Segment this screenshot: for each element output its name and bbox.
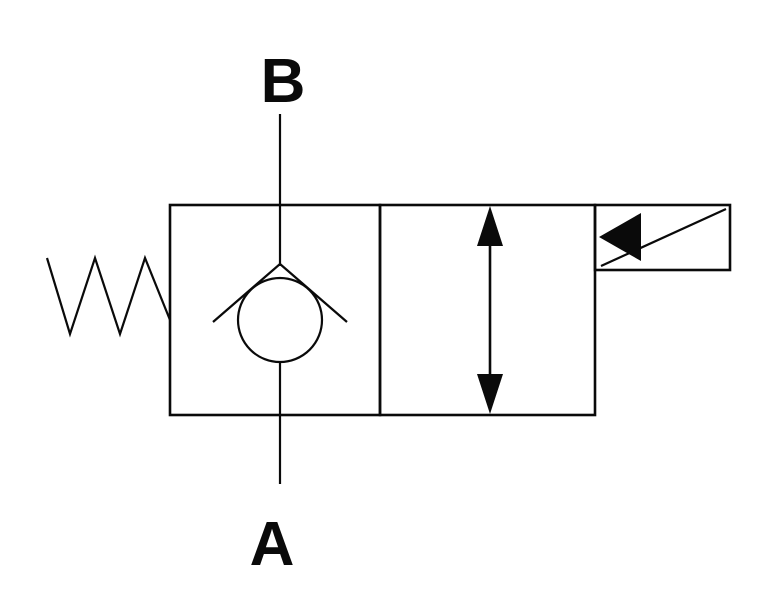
solenoid-diagonal-line: [600, 207, 727, 268]
valve-body-right-chamber: [378, 203, 597, 417]
port-a-label: A: [250, 510, 295, 579]
flow-arrow-down-head: [477, 374, 503, 414]
check-valve-poppet-icon: [236, 276, 324, 364]
flow-arrow-up-head: [477, 206, 503, 246]
valve-body-left-chamber: [168, 203, 382, 417]
solenoid-actuator-icon: [593, 203, 732, 272]
port-b-label: B: [261, 47, 306, 116]
solenoid-triangle-icon: [599, 213, 641, 261]
check-valve-seat-icon: [212, 262, 348, 323]
spring-return-icon: [45, 254, 172, 338]
